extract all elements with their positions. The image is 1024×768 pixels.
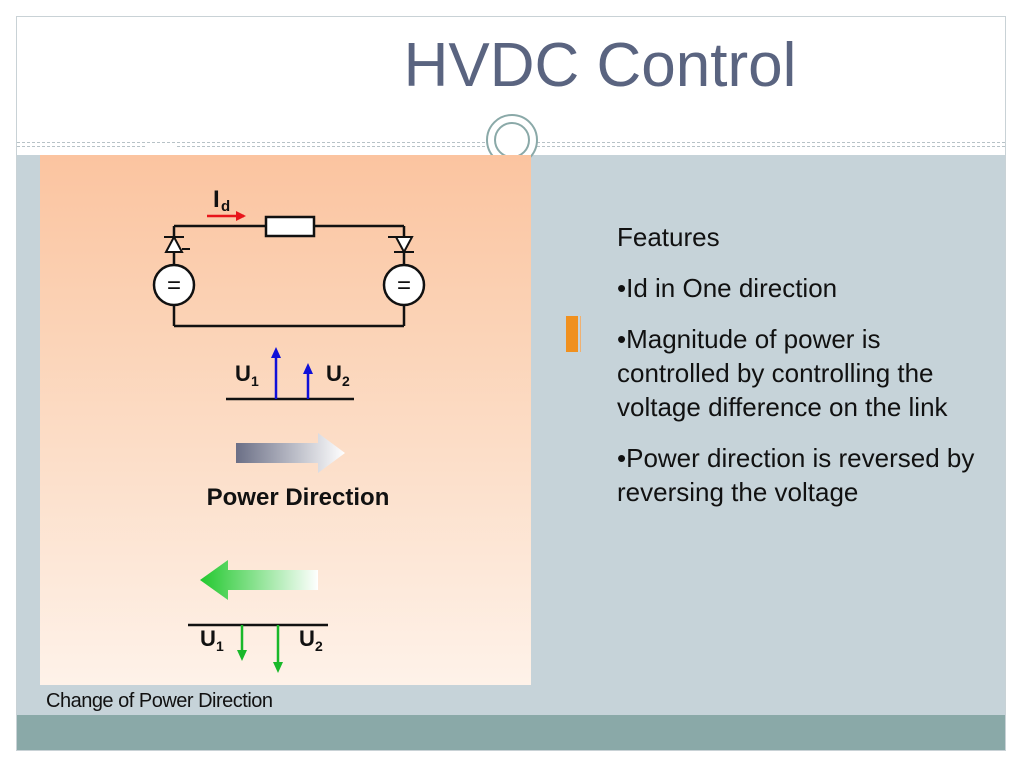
u2-label-upper: U 2 [326, 361, 350, 389]
svg-text:U: U [299, 626, 315, 651]
svg-text:2: 2 [342, 373, 350, 389]
diagram-background [40, 155, 531, 685]
slide-frame [16, 16, 1006, 751]
hvdc-diagram: I d [40, 155, 531, 685]
feature-item: •Magnitude of power is controlled by con… [617, 324, 948, 422]
svg-text:1: 1 [251, 373, 259, 389]
right-dc-source-icon: = [382, 263, 426, 307]
svg-text:U: U [326, 361, 342, 386]
power-direction-label: Power Direction [207, 484, 390, 511]
reversed-power-arrow-icon [200, 560, 318, 600]
u2-voltage-arrow-icon [303, 363, 313, 399]
current-label: I d [213, 186, 230, 215]
left-dc-source-icon: = [152, 263, 196, 307]
left-thyristor-icon [164, 234, 190, 253]
u1-voltage-arrow-reversed-icon [237, 625, 247, 661]
bullet-accent-line [580, 316, 581, 352]
feature-item: •Power direction is reversed by reversin… [617, 443, 975, 507]
svg-text:2: 2 [315, 638, 323, 654]
feature-item: •Id in One direction [617, 273, 838, 303]
features-list: Features •Id in One direction •Magnitude… [617, 220, 987, 526]
u2-voltage-arrow-reversed-icon [273, 625, 283, 673]
current-direction-arrow-icon [207, 211, 246, 221]
svg-text:1: 1 [216, 638, 224, 654]
u1-label-upper: U 1 [235, 361, 259, 389]
u1-label-lower: U 1 [200, 626, 224, 654]
svg-text:I: I [213, 186, 220, 213]
hvdc-diagram-panel: I d [40, 155, 531, 685]
right-thyristor-icon [388, 236, 414, 255]
decorative-ring-inner-icon [494, 122, 530, 158]
u2-label-lower: U 2 [299, 626, 323, 654]
line-resistor-icon [264, 215, 316, 238]
svg-text:U: U [235, 361, 251, 386]
svg-text:=: = [167, 272, 181, 299]
svg-text:U: U [200, 626, 216, 651]
u1-voltage-arrow-icon [271, 347, 281, 399]
power-direction-arrow-icon [236, 433, 345, 473]
bullet-accent-mark [566, 316, 578, 352]
diagram-caption: Change of Power Direction [46, 690, 273, 712]
slide-title: HVDC Control [403, 31, 797, 100]
footer-band [17, 715, 1005, 750]
svg-text:d: d [221, 198, 230, 215]
features-heading: Features [617, 222, 720, 252]
svg-text:=: = [397, 272, 411, 299]
decorative-notch [145, 143, 175, 157]
